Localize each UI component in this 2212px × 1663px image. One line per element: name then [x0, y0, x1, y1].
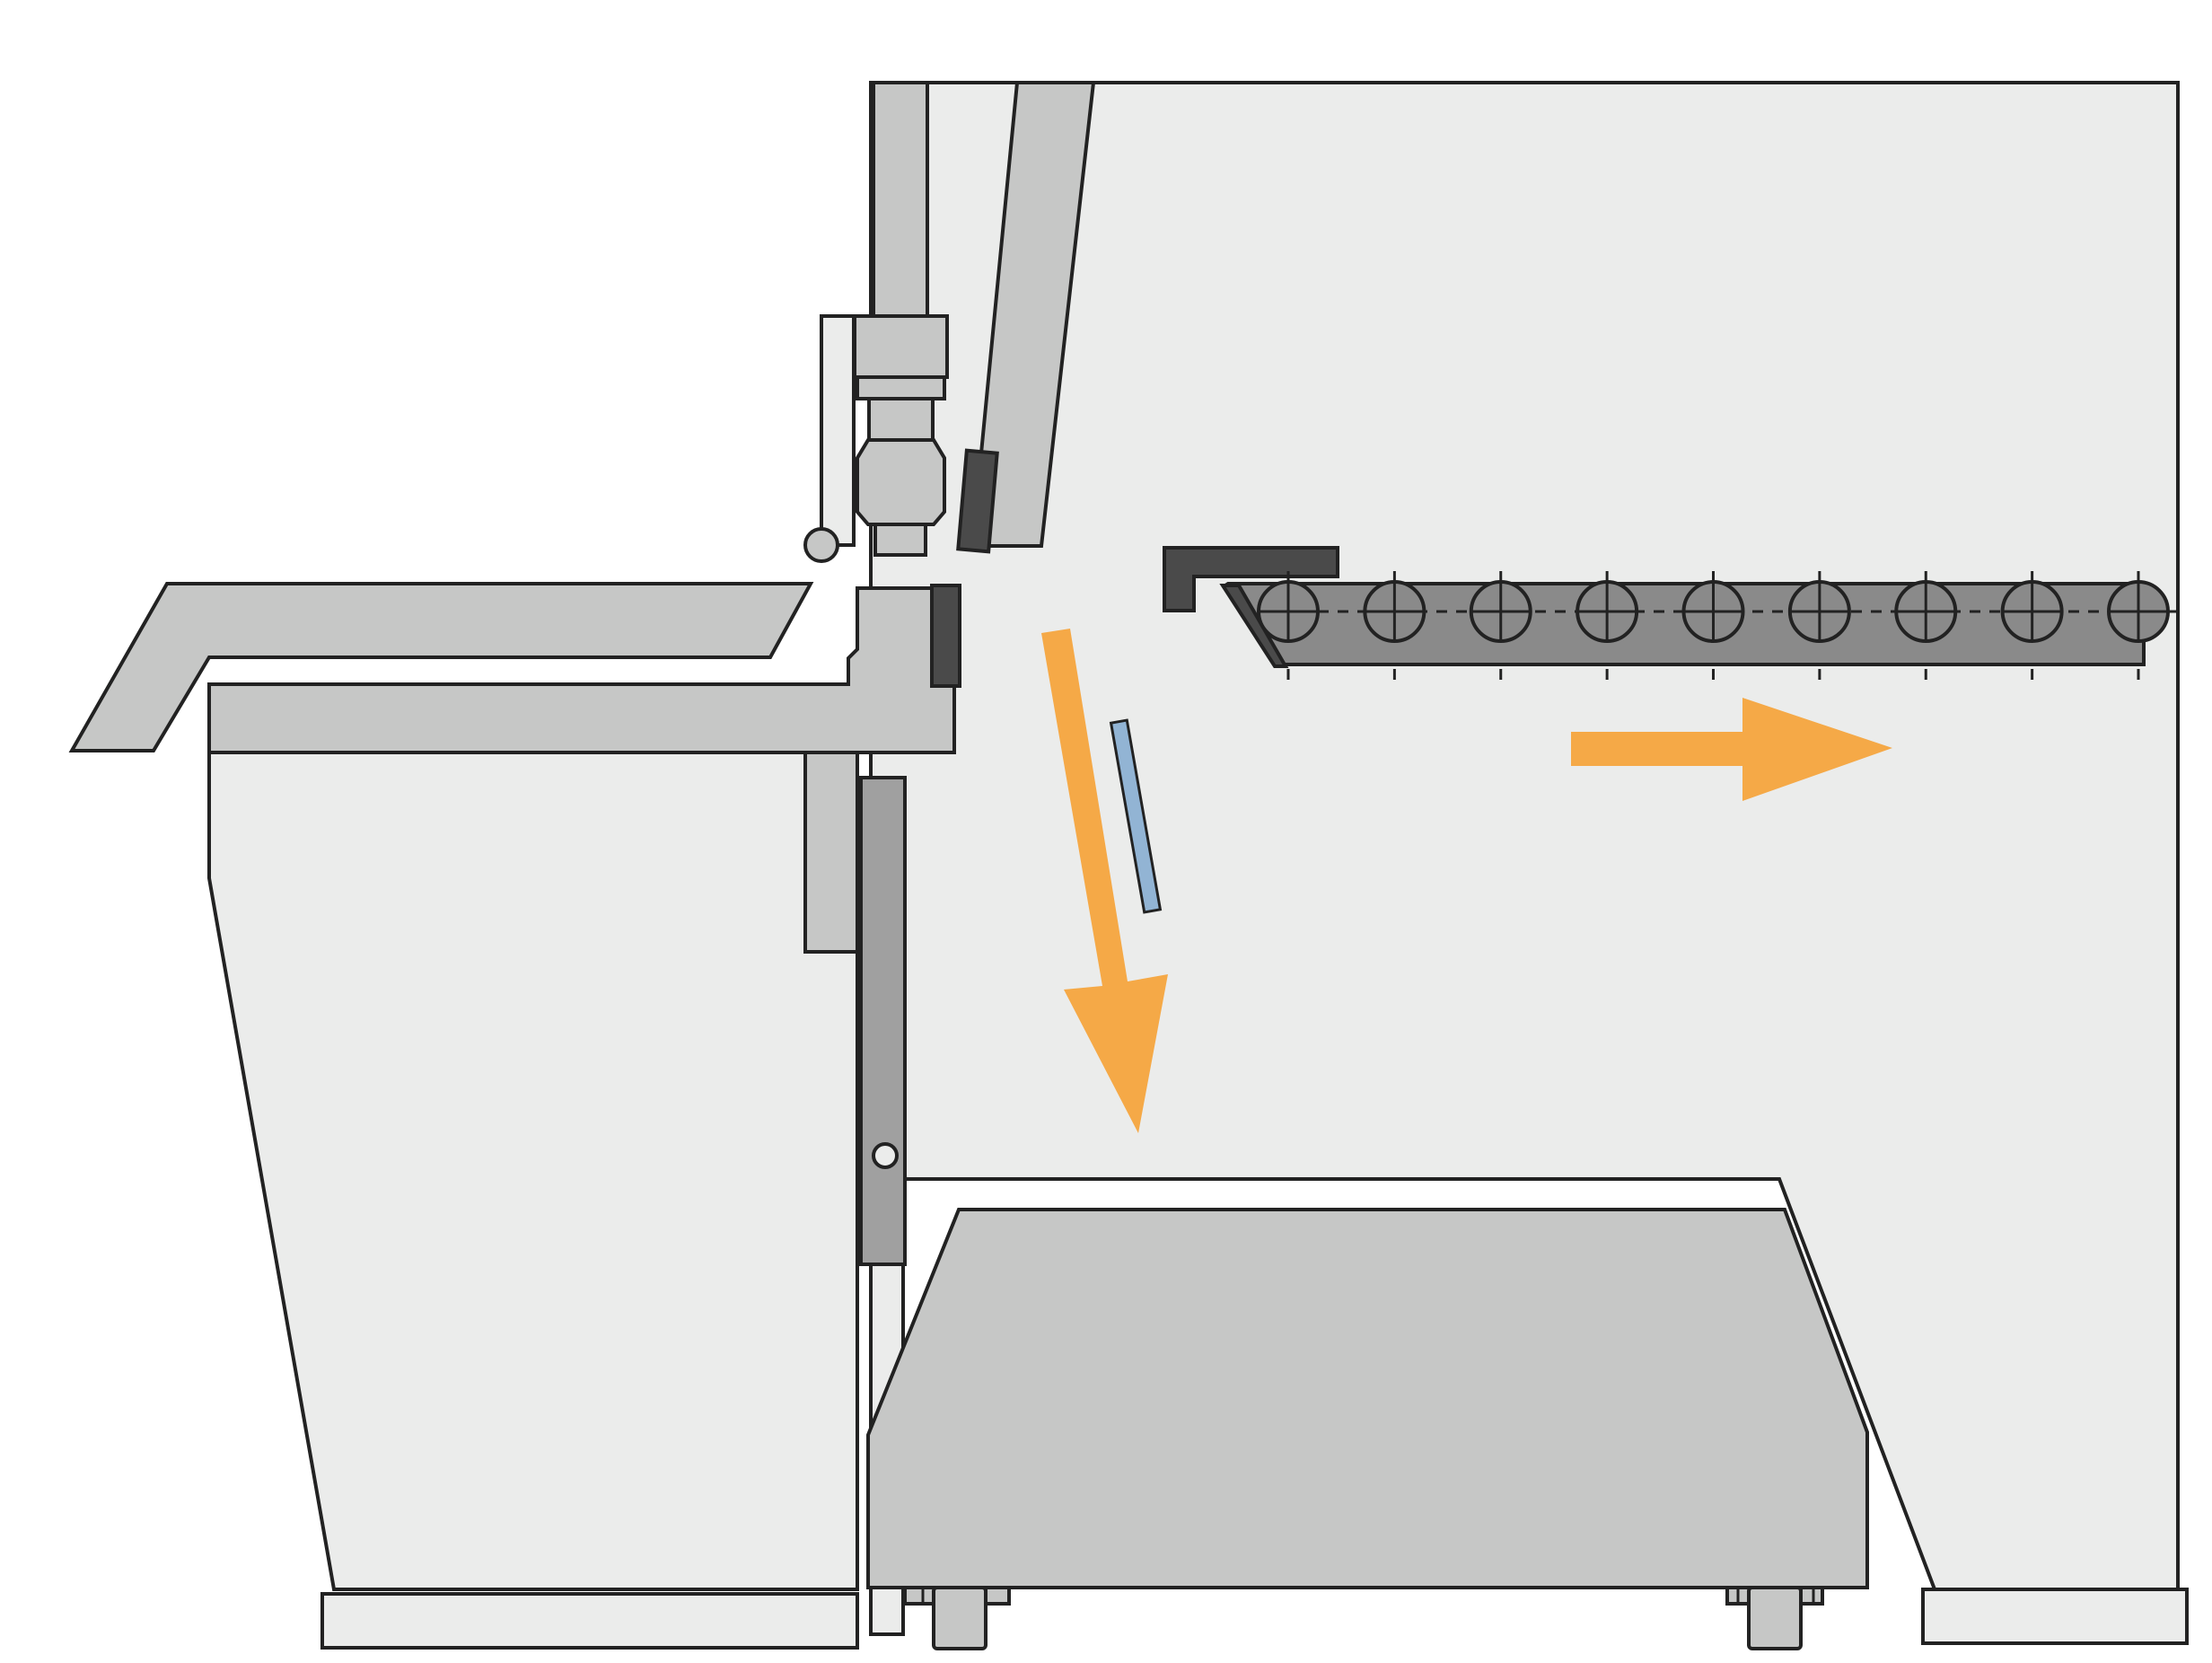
bin-wheel-right: [1725, 1586, 1824, 1650]
conveyor-roller: [2000, 571, 2064, 680]
spindle-collar: [856, 375, 946, 400]
conveyor-roller: [1363, 571, 1426, 680]
spindle-neck: [867, 397, 935, 442]
cabinet-die-insert: [930, 584, 961, 688]
falling-workpiece: [1109, 718, 1163, 914]
conveyor-roller: [1894, 571, 1958, 680]
conveyor-nose: [1219, 584, 1289, 668]
conveyor-roller: [1257, 571, 1320, 680]
spindle-head: [853, 314, 949, 379]
angled-upper-arm: [970, 81, 1096, 548]
bin-wheel-left: [903, 1586, 1011, 1650]
conveyor-roller: [1787, 571, 1851, 680]
spindle-tip: [873, 523, 927, 557]
spindle-body: [856, 438, 946, 526]
flap-hinge: [872, 1142, 899, 1169]
cabinet-upright: [803, 751, 859, 954]
spindle-pivot: [803, 527, 839, 563]
right-foot: [1921, 1588, 2189, 1645]
clamp-bar: [1163, 546, 1339, 612]
left-cabinet: [207, 751, 859, 1591]
machine-frame: [869, 81, 2180, 1636]
conveyor-roller: [1576, 571, 1639, 680]
collection-bin: [866, 1208, 1869, 1589]
conveyor-roller: [1681, 571, 1745, 680]
conveyor-roller: [1469, 571, 1532, 680]
cabinet-top-block: [207, 586, 956, 754]
upper-tool-column: [872, 81, 929, 318]
conveyor-rollers: [1257, 571, 2170, 680]
conveyor-roller: [2107, 571, 2170, 680]
left-foot: [320, 1592, 859, 1650]
transport-arrow: [1571, 698, 1892, 801]
discharge-arrow: [1041, 629, 1168, 1133]
arm-tool-insert: [956, 448, 999, 554]
hinged-flap: [859, 776, 907, 1266]
spindle-bracket: [820, 314, 856, 547]
left-feed-table: [68, 582, 814, 752]
